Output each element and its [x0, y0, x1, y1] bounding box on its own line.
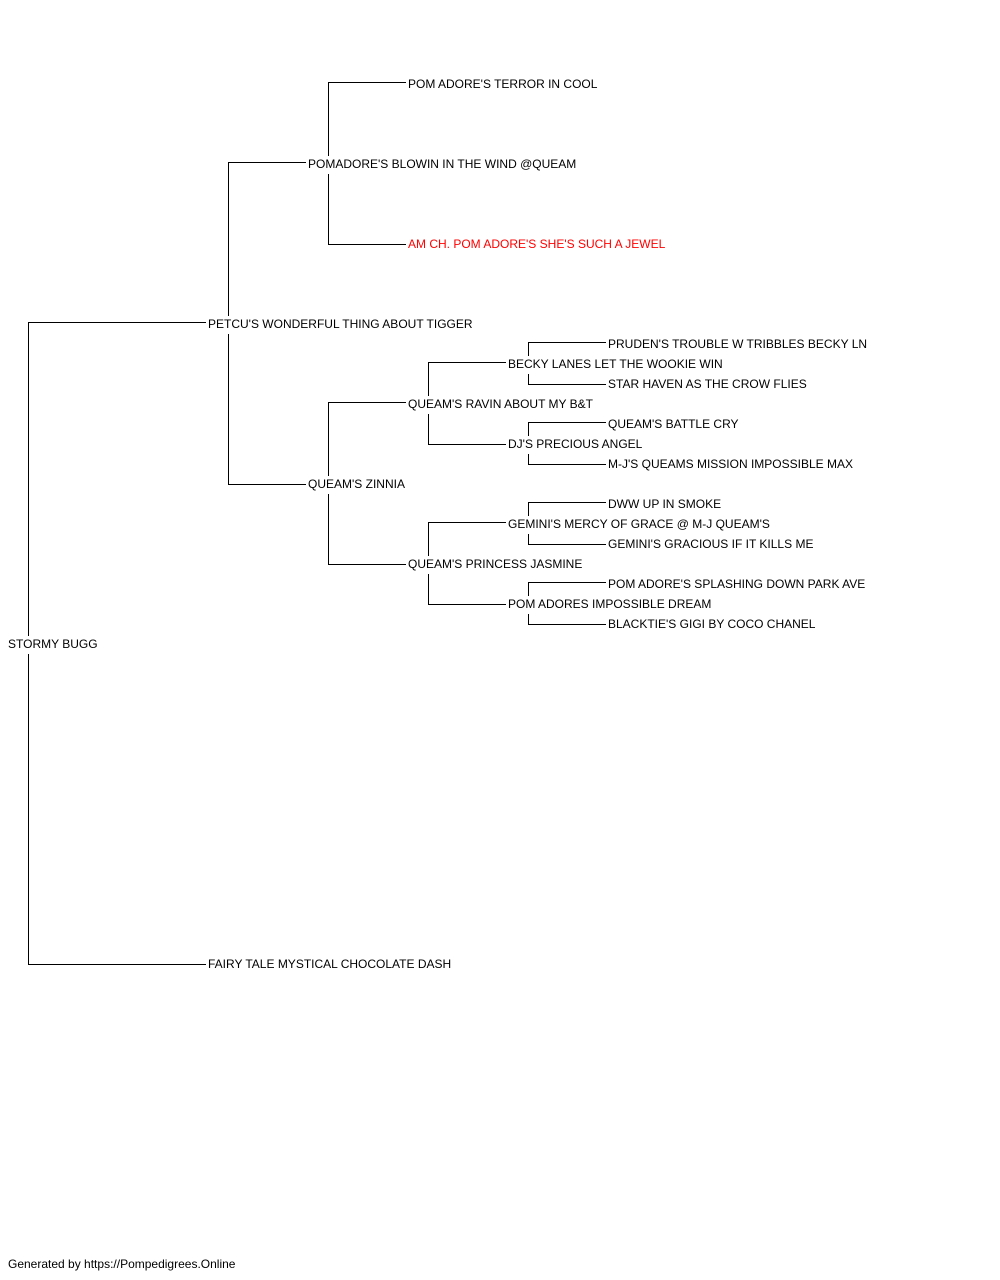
connector-gen5-8	[528, 614, 606, 625]
pedigree-sds-dam: DJ'S PRECIOUS ANGEL	[508, 437, 643, 451]
connector-subject-dam	[28, 654, 206, 965]
connector-gen5-1	[528, 342, 606, 356]
connector-gen5-4	[528, 454, 606, 465]
pedigree-sds-sire: BECKY LANES LET THE WOOKIE WIN	[508, 357, 723, 371]
pedigree-gen5-2: STAR HAVEN AS THE CROW FLIES	[608, 377, 807, 391]
pedigree-gen5-4: M-J'S QUEAMS MISSION IMPOSSIBLE MAX	[608, 457, 853, 471]
connector-gen5-7	[528, 582, 606, 596]
pedigree-sire-sire-sire: POM ADORE'S TERROR IN COOL	[408, 77, 598, 91]
pedigree-gen5-7: POM ADORE'S SPLASHING DOWN PARK AVE	[608, 577, 866, 591]
connector-sire-dam-sire	[328, 402, 406, 476]
connector-subject-sire	[28, 322, 206, 636]
connector-sire-sire	[228, 162, 306, 316]
pedigree-subject: STORMY BUGG	[8, 637, 98, 651]
pedigree-sire-dam: QUEAM'S ZINNIA	[308, 477, 405, 491]
connector-gen5-3	[528, 422, 606, 436]
connector-sdd-sire	[428, 522, 506, 556]
connector-sdd-dam	[428, 574, 506, 605]
connector-sds-sire	[428, 362, 506, 396]
connector-sire-dam-dam	[328, 494, 406, 565]
connector-gen5-6	[528, 534, 606, 545]
connector-sire-dam	[228, 334, 306, 485]
pedigree-gen5-3: QUEAM'S BATTLE CRY	[608, 417, 739, 431]
connector-gen5-5	[528, 502, 606, 516]
connector-sire-sire-dam	[328, 174, 406, 245]
pedigree-sire-sire-dam-champion: AM CH. POM ADORE'S SHE'S SUCH A JEWEL	[408, 237, 666, 251]
pedigree-gen5-1: PRUDEN'S TROUBLE W TRIBBLES BECKY LN	[608, 337, 868, 351]
pedigree-dam: FAIRY TALE MYSTICAL CHOCOLATE DASH	[208, 957, 452, 971]
pedigree-gen5-5: DWW UP IN SMOKE	[608, 497, 722, 511]
pedigree-gen5-8: BLACKTIE'S GIGI BY COCO CHANEL	[608, 617, 816, 631]
pedigree-sire-dam-dam: QUEAM'S PRINCESS JASMINE	[408, 557, 583, 571]
connector-sire-sire-sire	[328, 82, 406, 156]
pedigree-sire-sire: POMADORE'S BLOWIN IN THE WIND @QUEAM	[308, 157, 577, 171]
connector-gen5-2	[528, 374, 606, 385]
pedigree-sire: PETCU'S WONDERFUL THING ABOUT TIGGER	[208, 317, 473, 331]
pedigree-gen5-6: GEMINI'S GRACIOUS IF IT KILLS ME	[608, 537, 814, 551]
generated-by-footer: Generated by https://Pompedigrees.Online	[8, 1257, 236, 1271]
pedigree-sdd-dam: POM ADORES IMPOSSIBLE DREAM	[508, 597, 712, 611]
pedigree-sire-dam-sire: QUEAM'S RAVIN ABOUT MY B&T	[408, 397, 593, 411]
pedigree-sdd-sire: GEMINI'S MERCY OF GRACE @ M-J QUEAM'S	[508, 517, 770, 531]
connector-sds-dam	[428, 414, 506, 445]
